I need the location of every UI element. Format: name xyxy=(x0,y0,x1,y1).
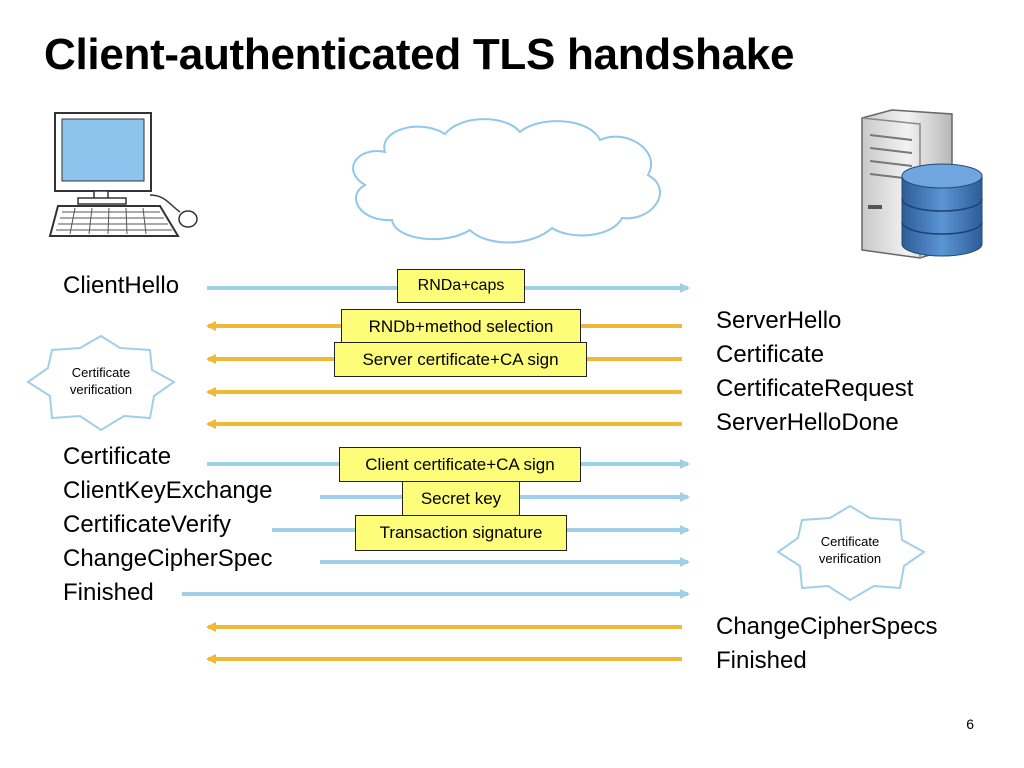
client-certificate-label: Certificate xyxy=(63,443,172,470)
server-hello-done-label: ServerHelloDone xyxy=(716,409,899,436)
client-hello-label: ClientHello xyxy=(63,272,180,299)
badge-line-2: verification xyxy=(70,382,132,397)
badge-line-1: Certificate xyxy=(72,365,131,380)
server-database-icon xyxy=(861,109,983,259)
certificate-verify-label: CertificateVerify xyxy=(63,511,232,538)
payload-box-transaction-signature: Transaction signature xyxy=(355,515,567,551)
server-finished-label: Finished xyxy=(716,647,807,674)
client-key-exchange-label: ClientKeyExchange xyxy=(63,477,273,504)
change-cipher-spec-label: ChangeCipherSpec xyxy=(63,545,273,572)
client-finished-label: Finished xyxy=(63,579,154,606)
cloud-icon xyxy=(352,118,661,244)
slide-title: Client-authenticated TLS handshake xyxy=(44,30,795,79)
server-certificate-label: Certificate xyxy=(716,341,825,368)
desktop-computer-icon xyxy=(48,112,198,237)
payload-box-client-certificate: Client certificate+CA sign xyxy=(339,447,581,482)
payload-box-secret-key: Secret key xyxy=(402,481,520,517)
certificate-verification-badge-client: Certificate verification xyxy=(26,334,176,432)
payload-box-rndb-method: RNDb+method selection xyxy=(341,309,581,345)
badge-line-2: verification xyxy=(819,551,881,566)
payload-box-server-certificate: Server certificate+CA sign xyxy=(334,342,587,377)
certificate-verification-badge-server: Certificate verification xyxy=(776,504,926,602)
certificate-request-label: CertificateRequest xyxy=(716,375,914,402)
payload-box-rnda-caps: RNDa+caps xyxy=(397,269,525,303)
badge-line-1: Certificate xyxy=(821,534,880,549)
change-cipher-specs-label: ChangeCipherSpecs xyxy=(716,613,938,640)
page-number: 6 xyxy=(966,716,974,732)
server-hello-label: ServerHello xyxy=(716,307,842,334)
